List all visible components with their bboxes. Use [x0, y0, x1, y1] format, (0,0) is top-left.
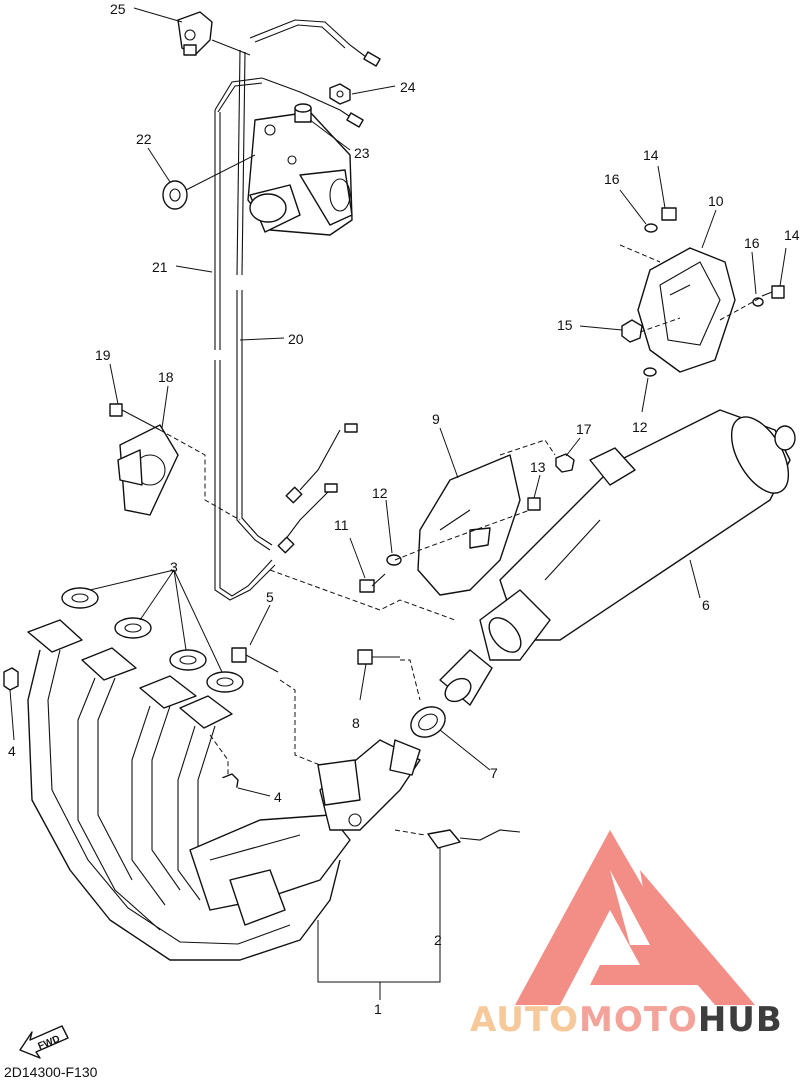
bolt-19: [109, 403, 161, 431]
bolt-11: [359, 573, 386, 593]
bolt-8: [357, 649, 400, 665]
nut-17: [555, 453, 575, 473]
callout-14-right: 14: [784, 227, 800, 243]
cable-21: [236, 19, 381, 551]
callout-12-lower: 12: [632, 419, 648, 435]
callout-16-right: 16: [744, 235, 760, 251]
watermark-logo: [515, 830, 755, 1005]
nut-15: [621, 319, 643, 343]
callout-7: 7: [490, 765, 498, 781]
callout-19: 19: [95, 347, 111, 363]
bolt-14-upper: [661, 207, 677, 221]
callout-labels: 25 24 23 22 21 20 19 18 17 16 16 15 14 1…: [8, 1, 800, 1017]
callout-12-upper: 12: [372, 485, 388, 501]
washer-12-lower: [643, 367, 657, 377]
callout-17: 17: [576, 421, 592, 437]
cover-10: [637, 247, 736, 373]
callout-25: 25: [110, 1, 126, 17]
callout-22: 22: [136, 131, 152, 147]
callout-9: 9: [432, 411, 440, 427]
washer-16-upper: [644, 223, 658, 233]
clip-13: [527, 497, 541, 511]
protector-9: [417, 454, 521, 596]
muffler-6: [479, 409, 796, 661]
exhaust-servo-motor: [247, 111, 353, 236]
callout-1: 1: [374, 1001, 382, 1017]
leader-lines: [9, 7, 787, 1000]
callout-24: 24: [400, 79, 416, 95]
callout-23: 23: [354, 145, 370, 161]
nut-24: [329, 83, 351, 105]
exhaust-pipe-assembly-1: [27, 619, 421, 961]
callout-21: 21: [152, 259, 168, 275]
callout-4-left: 4: [8, 743, 16, 759]
bolt-14-right: [761, 285, 785, 299]
gaskets-3: [61, 587, 244, 693]
joint-7: [410, 649, 493, 738]
watermark-text: AUTOMOTOHUB: [470, 1000, 783, 1040]
nut-4-left: [3, 667, 19, 691]
callout-3: 3: [170, 559, 178, 575]
callout-16-upper: 16: [604, 171, 620, 187]
callout-14-upper: 14: [643, 147, 659, 163]
callout-11: 11: [334, 517, 349, 533]
grommet-22: [162, 180, 188, 210]
bolt-5: [231, 647, 279, 673]
cable-ends: [277, 423, 358, 554]
watermark-hub: HUB: [697, 1000, 783, 1040]
bracket-25: [177, 11, 213, 56]
callout-15: 15: [557, 317, 573, 333]
callout-8: 8: [352, 715, 360, 731]
o2-sensor-2: [427, 829, 521, 849]
cable-20: [214, 77, 364, 601]
callout-6: 6: [702, 597, 710, 613]
collar-23: [294, 103, 312, 123]
callout-20: 20: [288, 331, 304, 347]
callout-4-center: 4: [274, 789, 282, 805]
fwd-arrow: FWD: [19, 1025, 69, 1059]
callout-10: 10: [708, 193, 724, 209]
callout-18: 18: [158, 369, 174, 385]
callout-2: 2: [434, 932, 442, 948]
callout-13: 13: [530, 459, 546, 475]
washer-12-upper: [386, 554, 402, 566]
bracket-18: [117, 424, 179, 516]
callout-5: 5: [266, 589, 274, 605]
watermark-auto: AUTO: [470, 1000, 579, 1040]
assembly-lines: [159, 244, 761, 836]
watermark-moto: MOTO: [578, 1000, 698, 1040]
diagram-code: 2D14300-F130: [4, 1064, 98, 1080]
